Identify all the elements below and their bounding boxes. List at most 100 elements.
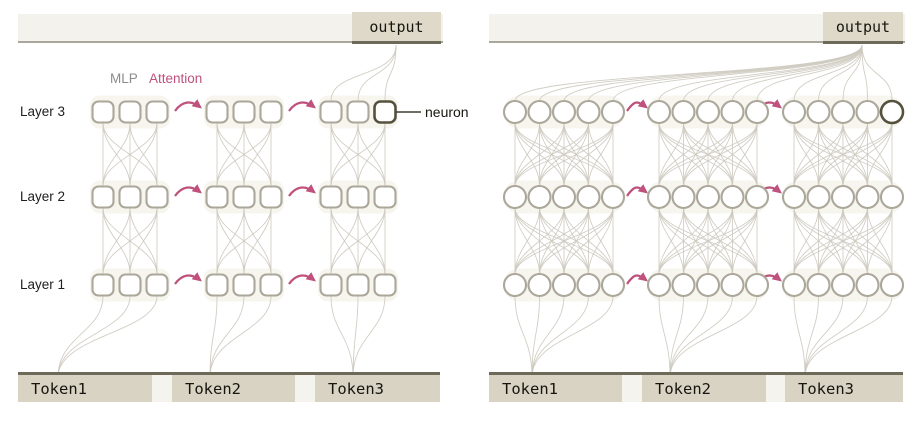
neuron-node	[855, 99, 880, 125]
token-embedding-line	[514, 295, 533, 378]
token-box: Token3	[315, 375, 440, 402]
neuron-node	[145, 100, 169, 124]
neuron-node	[671, 99, 696, 125]
mlp-connection-line	[539, 207, 614, 275]
neuron-node	[527, 184, 552, 210]
output-connection-line	[861, 44, 868, 102]
output-connection-line	[707, 44, 863, 102]
mlp-connection-line	[514, 207, 589, 275]
neuron-node	[145, 185, 169, 209]
neuron-node	[118, 185, 142, 209]
attention-arrow-icon	[288, 99, 316, 112]
neuron-node	[373, 185, 397, 209]
neuron-node	[527, 99, 552, 125]
token-label: Token1	[31, 379, 87, 398]
neuron-node	[646, 184, 672, 210]
mlp-connection-line	[842, 207, 893, 275]
token-embedding-line	[531, 295, 565, 378]
token-embedding-line	[658, 295, 671, 378]
mlp-connection-line	[539, 122, 614, 187]
mlp-connection-line	[563, 122, 614, 187]
token-embedding-line	[209, 295, 245, 378]
neuron-node	[232, 273, 256, 297]
neuron-node	[695, 99, 721, 125]
neuron-callout-label: neuron	[425, 104, 469, 120]
token-embedding-line	[804, 295, 868, 378]
mlp-connection-line	[732, 122, 758, 187]
layer-3-label: Layer 3	[20, 104, 66, 119]
mlp-connection-line	[102, 207, 131, 275]
layer-2-label: Layer 2	[20, 189, 66, 204]
token-box: Token2	[642, 375, 766, 402]
mlp-connection-line	[658, 122, 733, 187]
attention-arrow-icon	[626, 184, 648, 197]
token-embedding-line	[669, 295, 733, 378]
mlp-connection-line	[102, 122, 158, 187]
mlp-connection-line	[707, 207, 758, 275]
neuron-node	[879, 184, 905, 210]
mlp-connection-line	[514, 207, 614, 275]
neuron-node	[91, 185, 115, 209]
neuron-node	[695, 184, 721, 210]
neuron-node	[346, 185, 370, 209]
mlp-connection-line	[793, 122, 819, 187]
output-connection-line	[612, 44, 863, 102]
mlp-connection-line	[243, 122, 272, 187]
neuron-node	[830, 99, 856, 125]
token-embedding-line	[531, 295, 614, 378]
neuron-node	[91, 273, 115, 297]
neuron-node	[118, 100, 142, 124]
neuron-node	[319, 185, 343, 209]
output-box-right: output	[823, 12, 903, 44]
neuron-node	[720, 184, 745, 210]
mlp-connection-line	[683, 122, 758, 187]
token-embedding-line	[531, 295, 589, 378]
mlp-connection-line	[818, 122, 893, 187]
mlp-connection-line	[514, 122, 614, 187]
mlp-connection-line	[514, 122, 565, 187]
token-embedding-line	[330, 295, 354, 378]
mlp-connection-line	[658, 207, 758, 275]
mlp-connection-line	[707, 122, 758, 187]
mlp-connection-line	[330, 122, 386, 187]
token-embedding-line	[669, 295, 709, 378]
token-box: Token2	[172, 375, 295, 402]
neuron-node	[118, 273, 142, 297]
output-connection-line	[732, 44, 863, 102]
mlp-connection-line	[514, 207, 565, 275]
token-embedding-line	[352, 295, 386, 378]
attention-arrow-icon	[174, 272, 202, 285]
mlp-connection-line	[216, 122, 272, 187]
token-label: Token1	[502, 379, 558, 398]
neuron-node	[781, 99, 807, 125]
mlp-connection-line	[842, 122, 893, 187]
output-connection-line	[861, 44, 893, 102]
neuron-node	[720, 272, 745, 298]
neuron-node	[855, 184, 880, 210]
output-connection-line	[793, 44, 863, 102]
neuron-node	[781, 184, 807, 210]
token-embedding-line	[804, 295, 844, 378]
neuron-node	[879, 272, 905, 298]
output-label: output	[369, 17, 424, 36]
neuron-node	[806, 99, 831, 125]
token-embedding-line	[57, 295, 158, 378]
token-embedding-line	[57, 295, 104, 378]
neuron-node	[502, 272, 528, 298]
output-connection-line	[588, 44, 863, 102]
output-connection-line	[818, 44, 863, 102]
mlp-connection-line	[563, 207, 614, 275]
neuron-node	[205, 185, 229, 209]
mlp-connection-line	[129, 207, 158, 275]
attention-arrow-icon	[288, 184, 316, 197]
neuron-node	[145, 273, 169, 297]
mlp-connection-line	[732, 207, 758, 275]
token-embedding-line	[57, 295, 131, 378]
token-label: Token2	[655, 379, 711, 398]
token-label: Token3	[798, 379, 854, 398]
mlp-connection-line	[658, 122, 709, 187]
neuron-node	[600, 272, 626, 298]
attention-arrow-icon	[174, 99, 202, 112]
mlp-connection-line	[514, 207, 540, 275]
neuron-node	[600, 99, 626, 125]
